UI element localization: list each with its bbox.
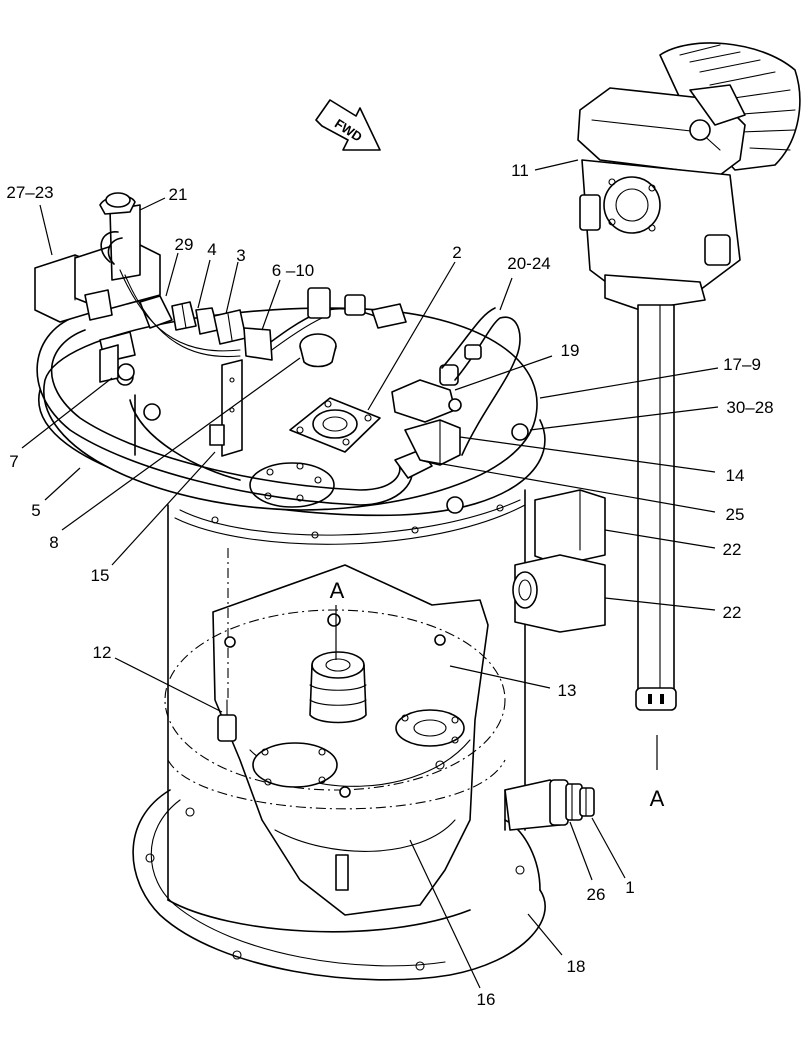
fitting-chain: [139, 295, 273, 361]
forward-arrow-icon: FWD: [315, 99, 381, 151]
bolt: [339, 786, 351, 798]
callout-5: 5: [31, 501, 40, 520]
callout-19: 19: [561, 341, 580, 360]
bolt: [434, 634, 446, 646]
return-hose: [36, 314, 414, 506]
callout-11: 11: [511, 161, 529, 180]
callout-22-lower: 22: [723, 603, 742, 622]
tank-body: [167, 489, 526, 933]
clamp-7: [99, 344, 135, 383]
callout-13: 13: [558, 681, 577, 700]
callout-3: 3: [236, 246, 245, 265]
callout-20-24: 20-24: [507, 254, 550, 273]
outlet-fitting: [504, 779, 595, 831]
view-marker-top: A: [330, 578, 345, 603]
pump-motor: [577, 42, 801, 311]
callout-7: 7: [9, 452, 18, 471]
callout-14: 14: [726, 466, 745, 485]
solenoid-valve: [34, 192, 241, 363]
filter-element: [309, 613, 367, 724]
callout-22-upper: 22: [723, 540, 742, 559]
callout-25: 25: [726, 505, 745, 524]
callout-12: 12: [93, 643, 112, 662]
junction-box-lower: [512, 554, 606, 633]
mounting-bracket: [209, 359, 243, 457]
drain-shaft: [335, 854, 349, 891]
fill-port: [289, 397, 381, 453]
callout-16: 16: [477, 990, 496, 1009]
access-plate-right: [395, 709, 465, 770]
pump-tube: [635, 304, 677, 711]
callout-8: 8: [49, 533, 58, 552]
breather: [299, 333, 337, 368]
leader-lines: [21, 159, 719, 989]
view-marker-bottom: A: [650, 786, 665, 811]
callout-27-23: 27–23: [6, 183, 53, 202]
top-access-plate: [249, 462, 335, 508]
callout-30-28: 30–28: [726, 398, 773, 417]
callout-15: 15: [91, 566, 110, 585]
callout-17-9: 17–9: [723, 355, 761, 374]
hose-20-24: [441, 307, 521, 456]
callout-18: 18: [567, 957, 586, 976]
junction-box-upper: [534, 489, 606, 566]
callout-2: 2: [452, 243, 461, 262]
callout-6-10: 6 –10: [272, 261, 315, 280]
callout-labels: 27–23 21 29 4 3 6 –10 2 20-24 11 19 17–9…: [6, 161, 773, 1009]
callout-4: 4: [207, 240, 216, 259]
callout-21: 21: [169, 185, 188, 204]
valve-19: [391, 364, 462, 423]
callout-1: 1: [625, 878, 634, 897]
callout-26: 26: [587, 885, 606, 904]
callout-29: 29: [175, 235, 194, 254]
level-sensor: [217, 699, 237, 742]
access-plate-left: [252, 742, 338, 788]
bolt: [224, 636, 236, 648]
wiring-harness: [259, 287, 407, 356]
